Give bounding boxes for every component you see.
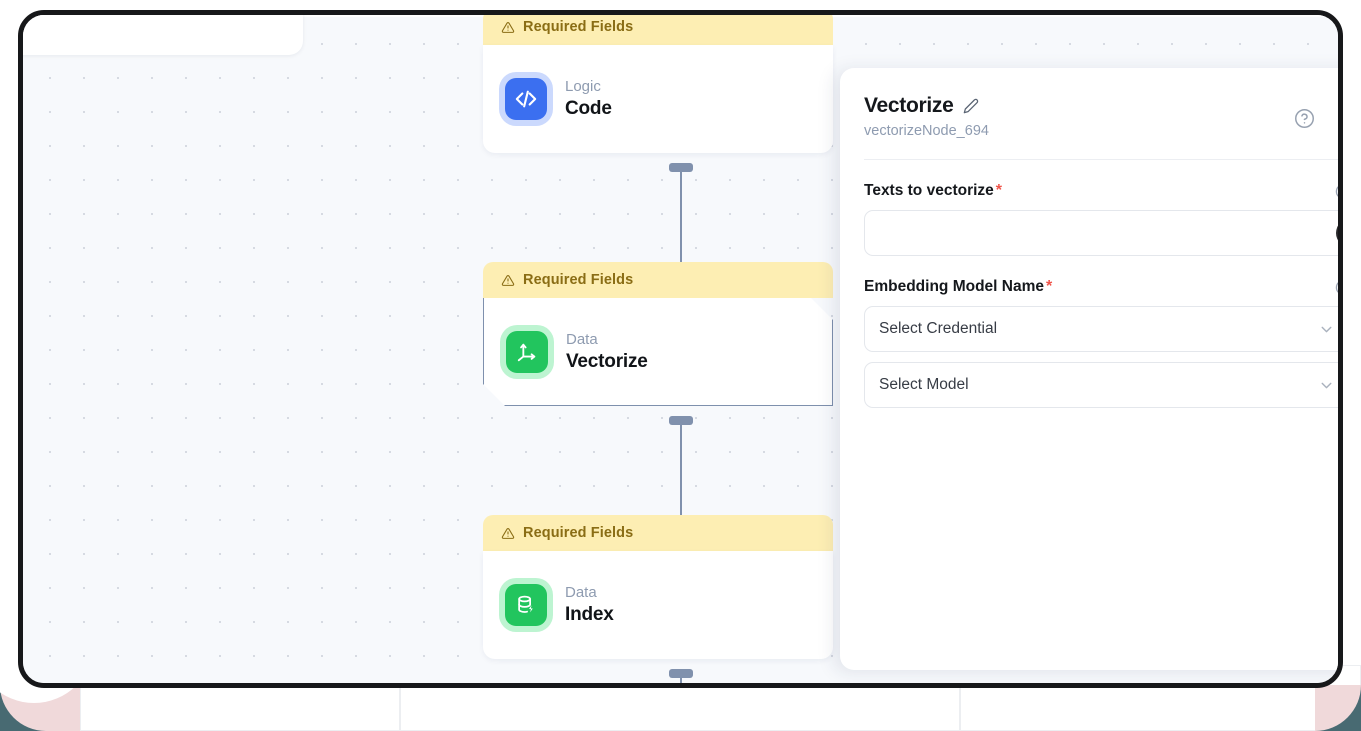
workflow-node-vectorize[interactable]: Required Fields Data Vectorize [483, 262, 833, 406]
node-title: Vectorize [566, 350, 648, 372]
field-label-group: Texts to vectorize* [864, 182, 1002, 200]
vector-axes-icon [506, 331, 548, 373]
texts-to-vectorize-input-wrap[interactable] [864, 210, 1338, 256]
node-body-selected[interactable]: Data Vectorize [483, 298, 833, 406]
panel-title: Vectorize [864, 94, 954, 117]
warning-triangle-icon [501, 527, 515, 539]
close-icon[interactable] [1337, 108, 1338, 129]
node-text: Data Vectorize [566, 331, 648, 373]
warning-triangle-icon [501, 274, 515, 286]
panel-divider [864, 159, 1338, 160]
workflow-node-code[interactable]: Required Fields Logic Code [483, 15, 833, 153]
node-body[interactable]: Logic Code [483, 45, 833, 153]
select-credential-dropdown[interactable]: Select Credential [864, 306, 1338, 352]
field-label-row: Texts to vectorize* [864, 182, 1338, 200]
code-brackets-icon [505, 78, 547, 120]
banner-label: Required Fields [523, 19, 634, 35]
field-label-group: Embedding Model Name* [864, 278, 1052, 296]
node-text: Data Index [565, 584, 614, 626]
database-bolt-icon [505, 584, 547, 626]
panel-subtitle: vectorizeNode_694 [864, 123, 989, 139]
node-text: Logic Code [565, 78, 612, 120]
field-label-row: Embedding Model Name* [864, 278, 1338, 296]
select-credential-value: Select Credential [879, 320, 998, 337]
warning-triangle-icon [501, 21, 515, 33]
texts-to-vectorize-input[interactable] [879, 211, 1299, 255]
edge-line [680, 163, 683, 277]
chevron-down-icon [1318, 321, 1335, 338]
node-body[interactable]: Data Index [483, 551, 833, 659]
banner-label: Required Fields [523, 272, 634, 288]
panel-header: Vectorize vectorizeNode_694 [864, 94, 1338, 139]
panel-title-row: Vectorize [864, 94, 1338, 118]
panel-actions [1294, 108, 1338, 129]
help-circle-icon[interactable] [1294, 108, 1315, 129]
edge-line [680, 669, 683, 683]
toolbar-panel-partial[interactable] [23, 15, 303, 55]
required-indicator: * [1046, 278, 1053, 295]
node-config-panel: Vectorize vectorizeNode_694 [840, 68, 1338, 670]
field-label: Embedding Model Name [864, 278, 1044, 295]
add-item-button[interactable] [1336, 218, 1338, 248]
info-circle-icon[interactable] [1335, 279, 1338, 296]
app-window-frame: Required Fields Logic Code [18, 10, 1343, 688]
required-indicator: * [995, 182, 1003, 199]
node-title: Index [565, 604, 614, 625]
field-texts-to-vectorize: Texts to vectorize* [864, 182, 1338, 256]
select-model-value: Select Model [879, 376, 969, 393]
banner-label: Required Fields [523, 525, 634, 541]
node-category: Logic [565, 78, 601, 95]
workflow-node-index[interactable]: Required Fields Data Index [483, 515, 833, 659]
required-fields-banner: Required Fields [483, 15, 833, 45]
required-fields-banner: Required Fields [483, 262, 833, 298]
info-circle-icon[interactable] [1335, 183, 1338, 200]
field-embedding-model-name: Embedding Model Name* Select Credential … [864, 278, 1338, 408]
field-label: Texts to vectorize [864, 182, 994, 199]
node-title: Code [565, 98, 612, 119]
edge-line [680, 416, 683, 530]
chevron-down-icon [1318, 377, 1335, 394]
required-fields-banner: Required Fields [483, 515, 833, 551]
pencil-icon[interactable] [963, 98, 979, 114]
node-category: Data [565, 584, 597, 601]
node-category: Data [566, 330, 598, 348]
select-model-dropdown[interactable]: Select Model [864, 362, 1338, 408]
